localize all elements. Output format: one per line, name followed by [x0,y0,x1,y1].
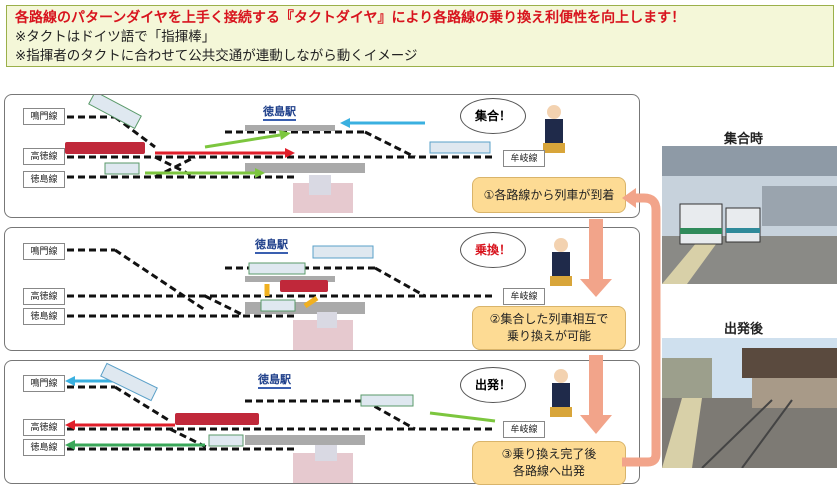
diagram-panel-gather: 鳴門線 高徳線 徳島線 牟岐線 徳島駅 集合！ ①各路線から列車が到着 [4,94,640,218]
line-label-mugi: 牟岐線 [503,288,545,305]
photo-title-gather: 集合時 [724,132,764,147]
header-headline: 各路線のパターンダイヤを上手く接続する『タクトダイヤ』により各路線の乗り換え利便… [15,10,686,26]
speech-bubble-gather: 集合！ [460,98,526,134]
step-box-transfer: ②集合した列車相互で 乗り換えが可能 [472,306,626,350]
header-note-image: ※指揮者のタクトに合わせて公共交通が連動しながら動くイメージ [15,48,418,64]
step-box-depart: ③乗り換え完了後 各路線へ出発 [472,441,626,485]
line-label-kotoku: 高徳線 [23,148,65,165]
step-text-transfer-2: 乗り換えが可能 [506,329,591,343]
line-label-tokushima: 徳島線 [23,308,65,325]
speech-bubble-transfer: 乗換！ [460,232,526,268]
station-name: 徳島駅 [255,236,288,254]
station-name: 徳島駅 [263,103,296,121]
line-label-naruto: 鳴門線 [23,375,65,392]
line-label-kotoku: 高徳線 [23,419,65,436]
photo-depart [662,338,837,468]
header-banner: 各路線のパターンダイヤを上手く接続する『タクトダイヤ』により各路線の乗り換え利便… [6,5,834,67]
line-label-naruto: 鳴門線 [23,108,65,125]
line-label-tokushima: 徳島線 [23,439,65,456]
diagram-panel-depart: 鳴門線 高徳線 徳島線 牟岐線 徳島駅 出発！ ③乗り換え完了後 各路線へ出発 [4,360,640,485]
photo-title-depart: 出発後 [724,322,764,337]
line-label-mugi: 牟岐線 [503,421,545,438]
step-text-depart-1: ③乗り換え完了後 [501,447,597,461]
track-diagram-depart [65,362,572,483]
speech-bubble-depart: 出発！ [460,367,526,403]
track-diagram-transfer [67,238,572,350]
track-diagram-gather [65,95,565,213]
line-label-kotoku: 高徳線 [23,288,65,305]
line-label-tokushima: 徳島線 [23,171,65,188]
step-text-depart-2: 各路線へ出発 [512,464,585,478]
diagram-panel-transfer: 鳴門線 高徳線 徳島線 牟岐線 徳島駅 乗換！ ②集合した列車相互で 乗り換えが… [4,227,640,351]
step-text-transfer-1: ②集合した列車相互で [489,312,609,326]
station-name: 徳島駅 [258,371,291,389]
photo-gather-image [662,146,837,284]
photo-depart-image [662,338,837,468]
header-note-takt: ※タクトはドイツ語で「指揮棒」 [15,29,216,45]
line-label-naruto: 鳴門線 [23,243,65,260]
line-label-mugi: 牟岐線 [503,150,545,167]
step-text-arrival: ①各路線から列車が到着 [483,187,615,202]
step-box-arrival: ①各路線から列車が到着 [472,177,626,213]
photo-gather [662,146,837,284]
